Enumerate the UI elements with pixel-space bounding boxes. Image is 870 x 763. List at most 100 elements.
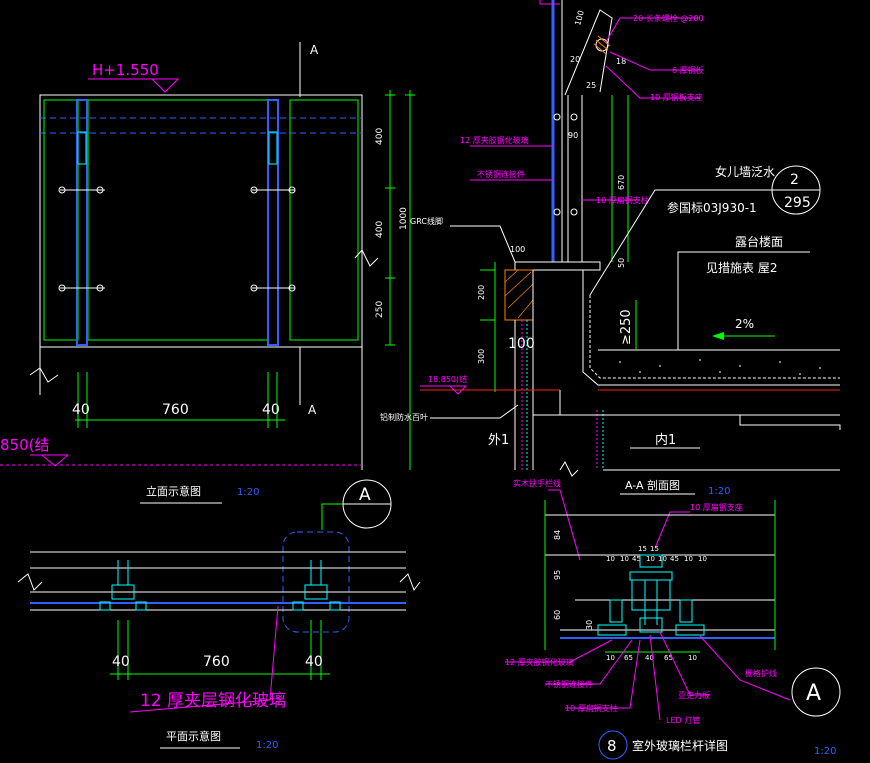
- plan-clamp-right: [292, 560, 341, 611]
- detail-dim-bottom-1: 65: [624, 654, 633, 662]
- section-dim-100b: 100: [508, 336, 535, 352]
- section-break: [559, 460, 579, 477]
- label-glass: 12 厚夹胶钢化玻璃: [460, 135, 529, 145]
- section-dim-18: 100: [573, 9, 586, 26]
- section-coping: [514, 261, 601, 271]
- label-pivot: 亚克力板: [678, 690, 710, 700]
- level-marker-bottom: [30, 454, 70, 467]
- label-min-height: ≥250: [619, 309, 634, 345]
- slope-arrow-head: [712, 332, 724, 340]
- section-dim-670: 670: [617, 175, 626, 190]
- section-dim-90: 90: [568, 131, 578, 140]
- detail-callout: A: [806, 681, 821, 706]
- plan-dim-760: 760: [203, 654, 230, 670]
- label-ss-clip: 不锈钢连接件: [477, 169, 525, 179]
- horizontal-dim-lines: [75, 372, 285, 428]
- plate10-top-leader: [654, 511, 690, 549]
- label-flat-bar: 20 长条螺栓 @200: [633, 13, 704, 23]
- label-edge: 栅格护线: [745, 668, 777, 678]
- section-leaders: [470, 0, 700, 201]
- handrail-leader: [548, 489, 581, 561]
- dim-400-a: 400: [375, 128, 385, 145]
- detail-dim-bottom-0: 10: [606, 654, 615, 662]
- detail-dim-top-7: 45: [670, 555, 679, 563]
- label-ref: 参国标03J930-1: [667, 200, 757, 215]
- plan-glass-leader: [129, 605, 279, 713]
- detail-bracket: [597, 554, 705, 636]
- roof-slab-top: [582, 270, 840, 386]
- detail-number-circle: [598, 730, 628, 760]
- label-plate10-mid: 10 厚扁钢支柱: [596, 195, 649, 205]
- section-callout-top: 2: [790, 172, 799, 188]
- detail-dim-top-4: 45: [632, 555, 641, 563]
- detail-leaders: [505, 631, 791, 721]
- plan-break-right: [399, 573, 421, 592]
- detail-scale: 1:20: [814, 746, 836, 757]
- dim-bottom-40-right: 40: [262, 402, 280, 418]
- elevation-scale: 1:20: [237, 487, 259, 498]
- roof-membrane: [589, 295, 840, 379]
- plan-rail-lines: [30, 551, 406, 611]
- roof-leader: [677, 251, 810, 350]
- roof-screed-dots: [619, 359, 821, 375]
- louver-leader: [430, 404, 519, 419]
- glass-panel-right: [289, 99, 359, 341]
- elevation-level-bottom: 850(结: [0, 436, 49, 454]
- elevation-view: H+1.550 A: [0, 42, 415, 504]
- section-dim-200: 200: [477, 285, 486, 300]
- grc-leader: [450, 225, 516, 263]
- plan-dim-lines: [110, 620, 330, 680]
- detail-dim-bottom-3: 65: [664, 654, 673, 662]
- plan-scale: 1:20: [256, 740, 278, 751]
- label-outside: 外1: [488, 433, 509, 448]
- parapet-leader: [589, 189, 772, 296]
- section-scale: 1:20: [708, 486, 730, 497]
- section-dim-20: 18: [616, 57, 626, 66]
- label-inside: 内1: [655, 432, 676, 448]
- detail-dim-60: 60: [553, 610, 562, 620]
- section-dim-300: 300: [477, 349, 486, 364]
- label-roof-finish: 露台楼面: [735, 234, 783, 249]
- detail-dim-top-2: 10: [606, 555, 615, 563]
- post-cap-left: [77, 131, 87, 165]
- label-detail-ss-clip: 不锈钢连接件: [545, 679, 593, 689]
- beam-outline: [739, 415, 841, 430]
- label-handrail: 实木扶手栏线: [513, 478, 561, 488]
- section-title: A-A 剖面图: [625, 478, 680, 492]
- plan-detail-cloud: [282, 531, 350, 633]
- dim-bottom-40-left: 40: [72, 402, 90, 418]
- section-level-label: 18.850(结: [428, 374, 467, 384]
- section-dim-50: 50: [617, 258, 626, 268]
- detail-dim-top-8: 10: [684, 555, 693, 563]
- label-detail-plate10-bottom: 10 厚扁钢支柱: [565, 703, 618, 713]
- plan-glass-label: 12 厚夹层钢化玻璃: [140, 691, 286, 711]
- detail-dim-top-9: 10: [698, 555, 707, 563]
- label-parapet: 女儿墙泛水: [715, 164, 775, 179]
- break-line-left: [29, 367, 59, 383]
- section-level-marker: [420, 385, 468, 395]
- section-grc-hatch: [504, 269, 534, 319]
- plan-clamp-left: [99, 560, 147, 611]
- dim-bottom-760: 760: [162, 402, 189, 418]
- elevation-level-top: H+1.550: [92, 61, 159, 79]
- plan-dim-40-left: 40: [112, 654, 130, 670]
- plan-view: A: [17, 479, 421, 751]
- detail-callout-circle: [791, 667, 841, 717]
- label-slope: 2%: [735, 317, 754, 331]
- detail-title: 室外玻璃栏杆详图: [632, 738, 728, 753]
- label-detail-plate10-top: 10 厚扁钢支座: [690, 502, 743, 512]
- section-handrail-hatch: [593, 35, 611, 55]
- label-grc: GRC线脚: [410, 216, 443, 226]
- post-cap-right: [268, 131, 278, 165]
- section-grc-block: [504, 269, 534, 321]
- label-plate6: 6 厚钢板: [672, 65, 704, 75]
- detail-dim-top-3: 10: [620, 555, 629, 563]
- section-marker-top: A: [310, 43, 319, 57]
- break-line-right: [354, 249, 379, 267]
- detail-dim-30: 30: [585, 620, 594, 630]
- plan-callout-leader: [321, 503, 343, 530]
- dim-250: 250: [375, 301, 385, 318]
- label-detail-glass: 12 厚夹胶钢化玻璃: [505, 657, 574, 667]
- section-bolts: [553, 113, 578, 216]
